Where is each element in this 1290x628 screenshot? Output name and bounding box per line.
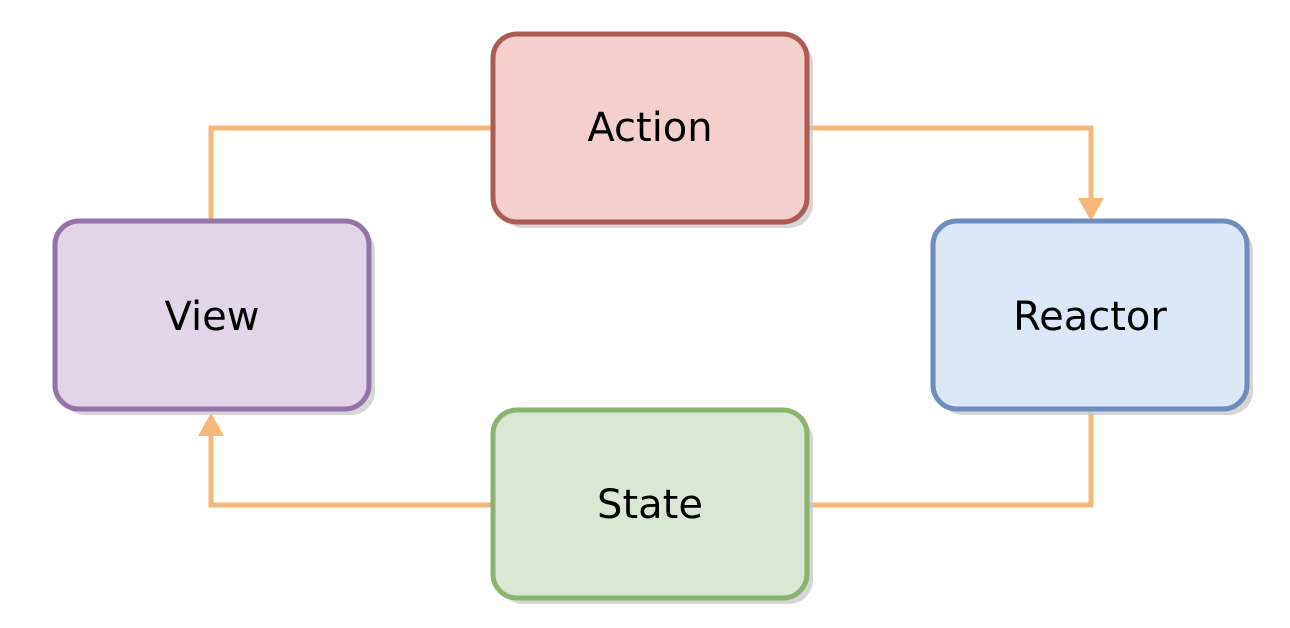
node-state-label: State bbox=[597, 482, 703, 528]
node-action: Action bbox=[490, 31, 813, 228]
arrowhead-into-reactor bbox=[1078, 198, 1104, 221]
node-view-label: View bbox=[165, 294, 260, 340]
node-reactor-label: Reactor bbox=[1013, 294, 1167, 340]
node-state: State bbox=[490, 407, 813, 604]
arrowhead-into-view bbox=[198, 413, 224, 436]
node-action-box bbox=[490, 31, 810, 225]
connector-reactor-to-state bbox=[807, 412, 1094, 508]
node-reactor-box bbox=[930, 218, 1250, 412]
node-state-box bbox=[490, 407, 810, 601]
node-action-label: Action bbox=[587, 105, 712, 151]
connector-view-to-action bbox=[208, 125, 493, 219]
connector-action-to-reactor bbox=[807, 125, 1094, 200]
node-view-box bbox=[52, 218, 372, 412]
connectors bbox=[198, 125, 1104, 508]
node-reactor: Reactor bbox=[930, 218, 1253, 415]
connector-state-to-view bbox=[208, 434, 493, 508]
node-view: View bbox=[52, 218, 375, 415]
